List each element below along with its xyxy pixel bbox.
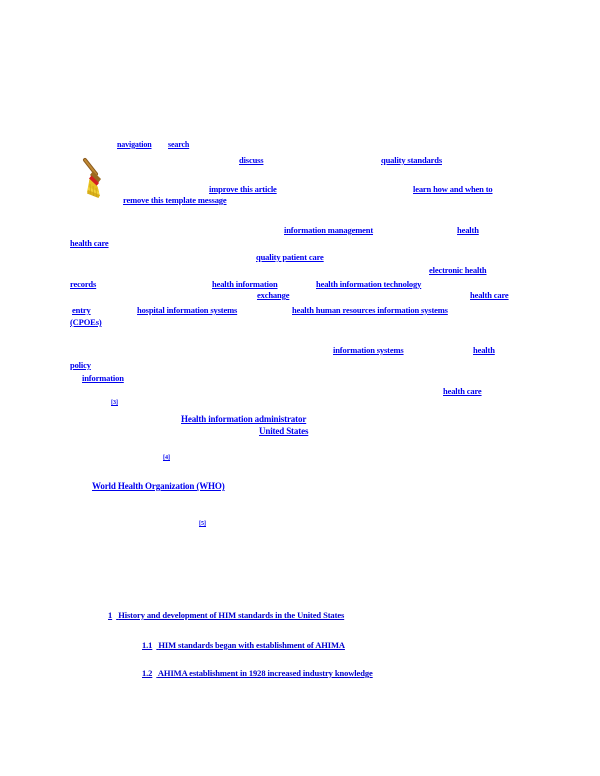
link-health-human-resources-information-systems[interactable]: health human resources information syste… xyxy=(292,305,448,315)
broom-icon xyxy=(76,154,120,200)
citation-ref-5[interactable]: [5] xyxy=(199,521,206,527)
link-policy[interactable]: policy xyxy=(70,360,91,370)
link-exchange[interactable]: exchange xyxy=(257,290,290,300)
link-health-information-administrator[interactable]: Health information administrator xyxy=(181,414,307,424)
jump-to-navigation-link[interactable]: navigation xyxy=(117,140,152,149)
link-cpoes[interactable]: (CPOEs) xyxy=(70,317,102,327)
link-united-states[interactable]: United States xyxy=(259,426,309,436)
toc-item-1-2[interactable]: 1.2 AHIMA establishment in 1928 increase… xyxy=(142,669,373,678)
banner-discuss-link[interactable]: discuss xyxy=(239,155,264,165)
toc-item-number: 1.1 xyxy=(142,640,153,650)
toc-item-label: History and development of HIM standards… xyxy=(118,610,345,620)
toc-item-1-1[interactable]: 1.1 HIM standards began with establishme… xyxy=(142,641,345,650)
toc-item-1[interactable]: 1 History and development of HIM standar… xyxy=(108,611,344,620)
link-electronic-health[interactable]: electronic health xyxy=(429,265,487,275)
link-health-care-3[interactable]: health care xyxy=(443,386,482,396)
link-information-systems[interactable]: information systems xyxy=(333,345,404,355)
banner-improve-article-link[interactable]: improve this article xyxy=(209,184,277,194)
link-records[interactable]: records xyxy=(70,279,97,289)
link-health-information-technology[interactable]: health information technology xyxy=(316,279,422,289)
link-health-care[interactable]: health care xyxy=(70,238,109,248)
link-world-health-organization[interactable]: World Health Organization (WHO) xyxy=(92,481,225,491)
banner-remove-template-link[interactable]: remove this template message xyxy=(123,195,227,205)
link-quality-patient-care[interactable]: quality patient care xyxy=(256,252,324,262)
citation-ref-3[interactable]: [3] xyxy=(111,400,118,406)
toc-item-number: 1 xyxy=(108,610,113,620)
banner-quality-standards-link[interactable]: quality standards xyxy=(381,155,442,165)
toc-item-label: AHIMA establishment in 1928 increased in… xyxy=(157,668,373,678)
banner-learn-how-and-when-link[interactable]: learn how and when to xyxy=(413,184,493,194)
link-health-information[interactable]: health information xyxy=(212,279,278,289)
toc-item-label: HIM standards began with establishment o… xyxy=(158,640,345,650)
link-hospital-information-systems[interactable]: hospital information systems xyxy=(137,305,238,315)
toc-item-number: 1.2 xyxy=(142,668,153,678)
jump-to-search-link[interactable]: search xyxy=(168,140,190,149)
link-health[interactable]: health xyxy=(457,225,479,235)
citation-ref-4[interactable]: [4] xyxy=(163,455,170,461)
link-information-management[interactable]: information management xyxy=(284,225,374,235)
link-entry[interactable]: entry xyxy=(72,305,91,315)
link-health-care-2[interactable]: health care xyxy=(470,290,509,300)
link-information[interactable]: information xyxy=(82,373,124,383)
link-health-2[interactable]: health xyxy=(473,345,495,355)
